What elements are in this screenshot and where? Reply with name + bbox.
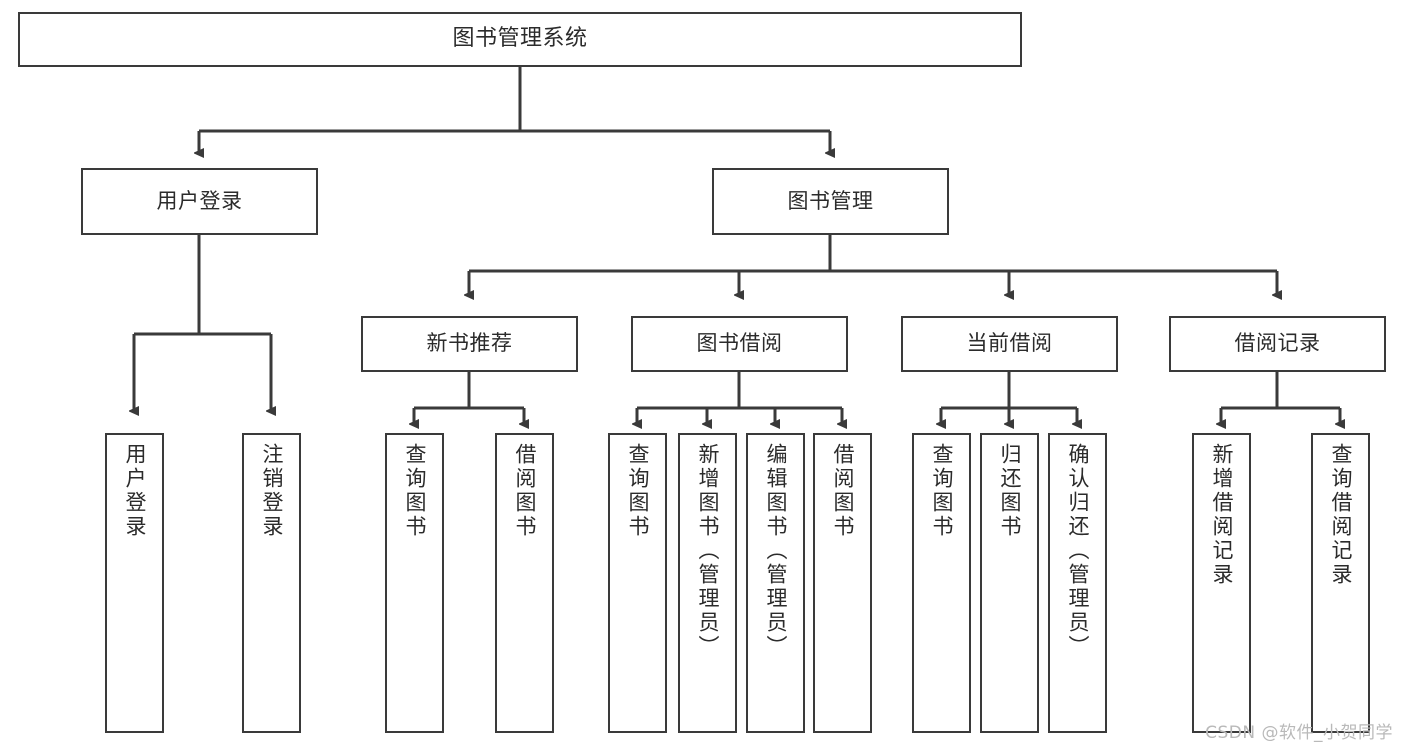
leaf-add-book-admin[interactable]: 新增图书（管理员） [678, 433, 737, 733]
node-label: 编辑图书（管理员） [764, 443, 788, 659]
node-borrow-record[interactable]: 借阅记录 [1169, 316, 1386, 372]
node-label: 图书管理系统 [452, 26, 588, 52]
node-book-borrow[interactable]: 图书借阅 [631, 316, 848, 372]
leaf-query-borrow-record[interactable]: 查询借阅记录 [1311, 433, 1370, 733]
leaf-return-book[interactable]: 归还图书 [980, 433, 1039, 733]
leaf-borrow-book-recommend[interactable]: 借阅图书 [495, 433, 554, 733]
node-label: 用户登录 [156, 188, 243, 213]
node-label: 查询图书 [930, 443, 954, 539]
node-label: 新增图书（管理员） [696, 443, 720, 659]
node-label: 查询图书 [626, 443, 650, 539]
node-label: 新增借阅记录 [1210, 443, 1234, 587]
node-label: 用户登录 [123, 443, 147, 539]
leaf-query-book-recommend[interactable]: 查询图书 [385, 433, 444, 733]
node-root-system[interactable]: 图书管理系统 [18, 12, 1022, 67]
node-user-login[interactable]: 用户登录 [81, 168, 318, 235]
leaf-add-borrow-record[interactable]: 新增借阅记录 [1192, 433, 1251, 733]
leaf-confirm-return-admin[interactable]: 确认归还（管理员） [1048, 433, 1107, 733]
leaf-user-logout[interactable]: 注销登录 [242, 433, 301, 733]
node-label: 注销登录 [260, 443, 284, 539]
node-label: 归还图书 [998, 443, 1022, 539]
node-new-book-recommend[interactable]: 新书推荐 [361, 316, 578, 372]
node-label: 借阅图书 [513, 443, 537, 539]
leaf-borrow-book[interactable]: 借阅图书 [813, 433, 872, 733]
leaf-edit-book-admin[interactable]: 编辑图书（管理员） [746, 433, 805, 733]
node-label: 新书推荐 [426, 331, 513, 356]
node-label: 图书借阅 [696, 331, 783, 356]
node-label: 确认归还（管理员） [1066, 443, 1090, 659]
node-book-management[interactable]: 图书管理 [712, 168, 949, 235]
node-current-borrow[interactable]: 当前借阅 [901, 316, 1118, 372]
leaf-query-book-current[interactable]: 查询图书 [912, 433, 971, 733]
node-label: 借阅图书 [831, 443, 855, 539]
node-label: 借阅记录 [1234, 331, 1321, 356]
node-label: 当前借阅 [966, 331, 1053, 356]
leaf-query-book[interactable]: 查询图书 [608, 433, 667, 733]
node-label: 查询图书 [403, 443, 427, 539]
leaf-user-login[interactable]: 用户登录 [105, 433, 164, 733]
watermark: CSDN @软件_小贺同学 [1205, 723, 1393, 743]
node-label: 查询借阅记录 [1329, 443, 1353, 587]
node-label: 图书管理 [787, 188, 874, 213]
